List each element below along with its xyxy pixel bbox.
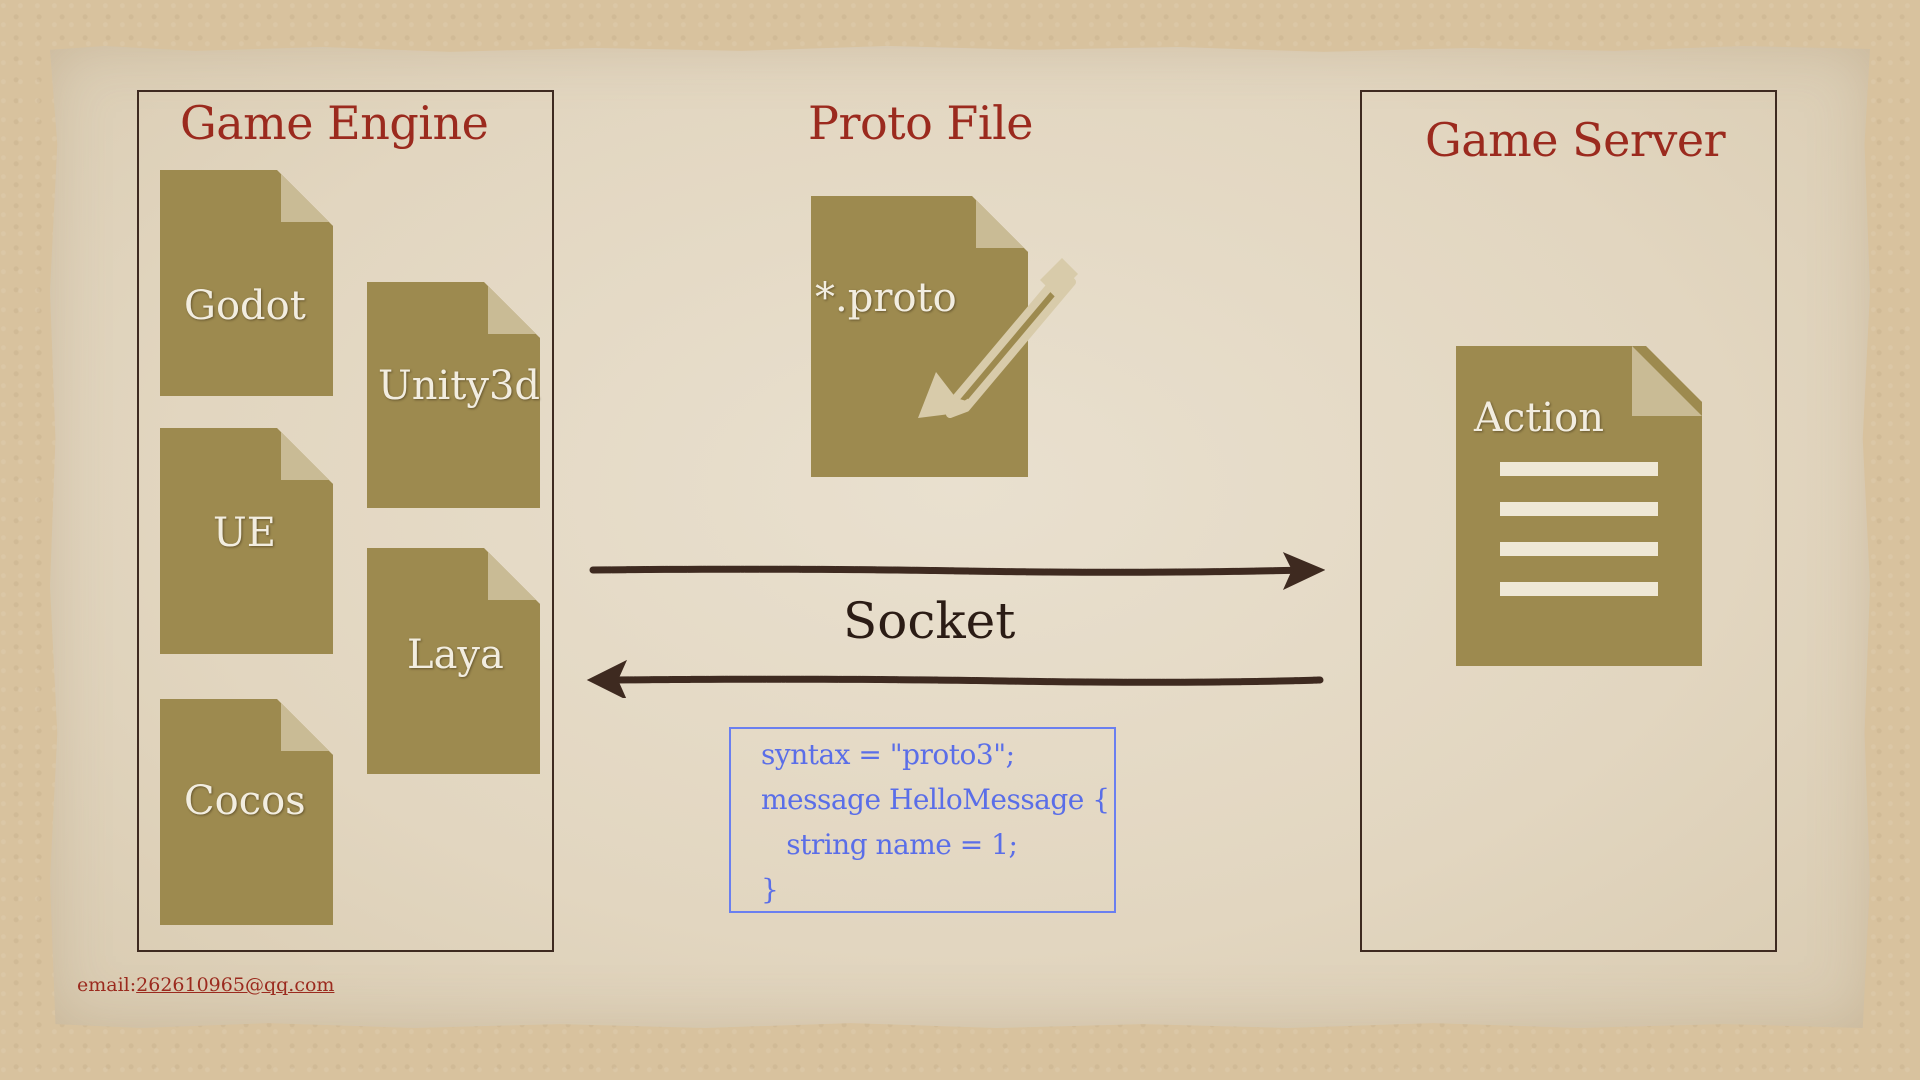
laya-label: Laya [407,632,504,678]
email-prefix: email: [77,974,137,996]
email-link[interactable]: 262610965@qq.com [136,974,335,996]
text-lines-icon [1500,462,1658,596]
code-line: string name = 1; [761,828,1018,861]
action-doc-icon [1456,346,1702,666]
proto-code-snippet: syntax = "proto3"; message HelloMessage … [729,727,1116,913]
game-server-heading: Game Server [1425,113,1726,167]
laya-doc-icon [367,548,540,774]
socket-label: Socket [843,592,1016,650]
game-engine-heading: Game Engine [180,96,489,150]
game-server-panel [1360,90,1777,952]
action-label: Action [1474,395,1604,441]
proto-file-heading: Proto File [808,96,1034,150]
pencil-icon [918,258,1078,418]
cocos-label: Cocos [184,778,306,824]
socket-arrows [586,552,1325,698]
code-line: syntax = "proto3"; [761,738,1015,771]
game-engine-panel [137,90,554,952]
ue-doc-icon [160,428,333,654]
proto-label: *.proto [815,275,957,321]
email-footer: email:262610965@qq.com [77,974,334,996]
unity3d-label: Unity3d [378,363,540,409]
godot-label: Godot [184,283,306,329]
code-line: message HelloMessage { [761,783,1110,816]
ue-label: UE [213,510,276,556]
code-line: } [761,873,779,906]
